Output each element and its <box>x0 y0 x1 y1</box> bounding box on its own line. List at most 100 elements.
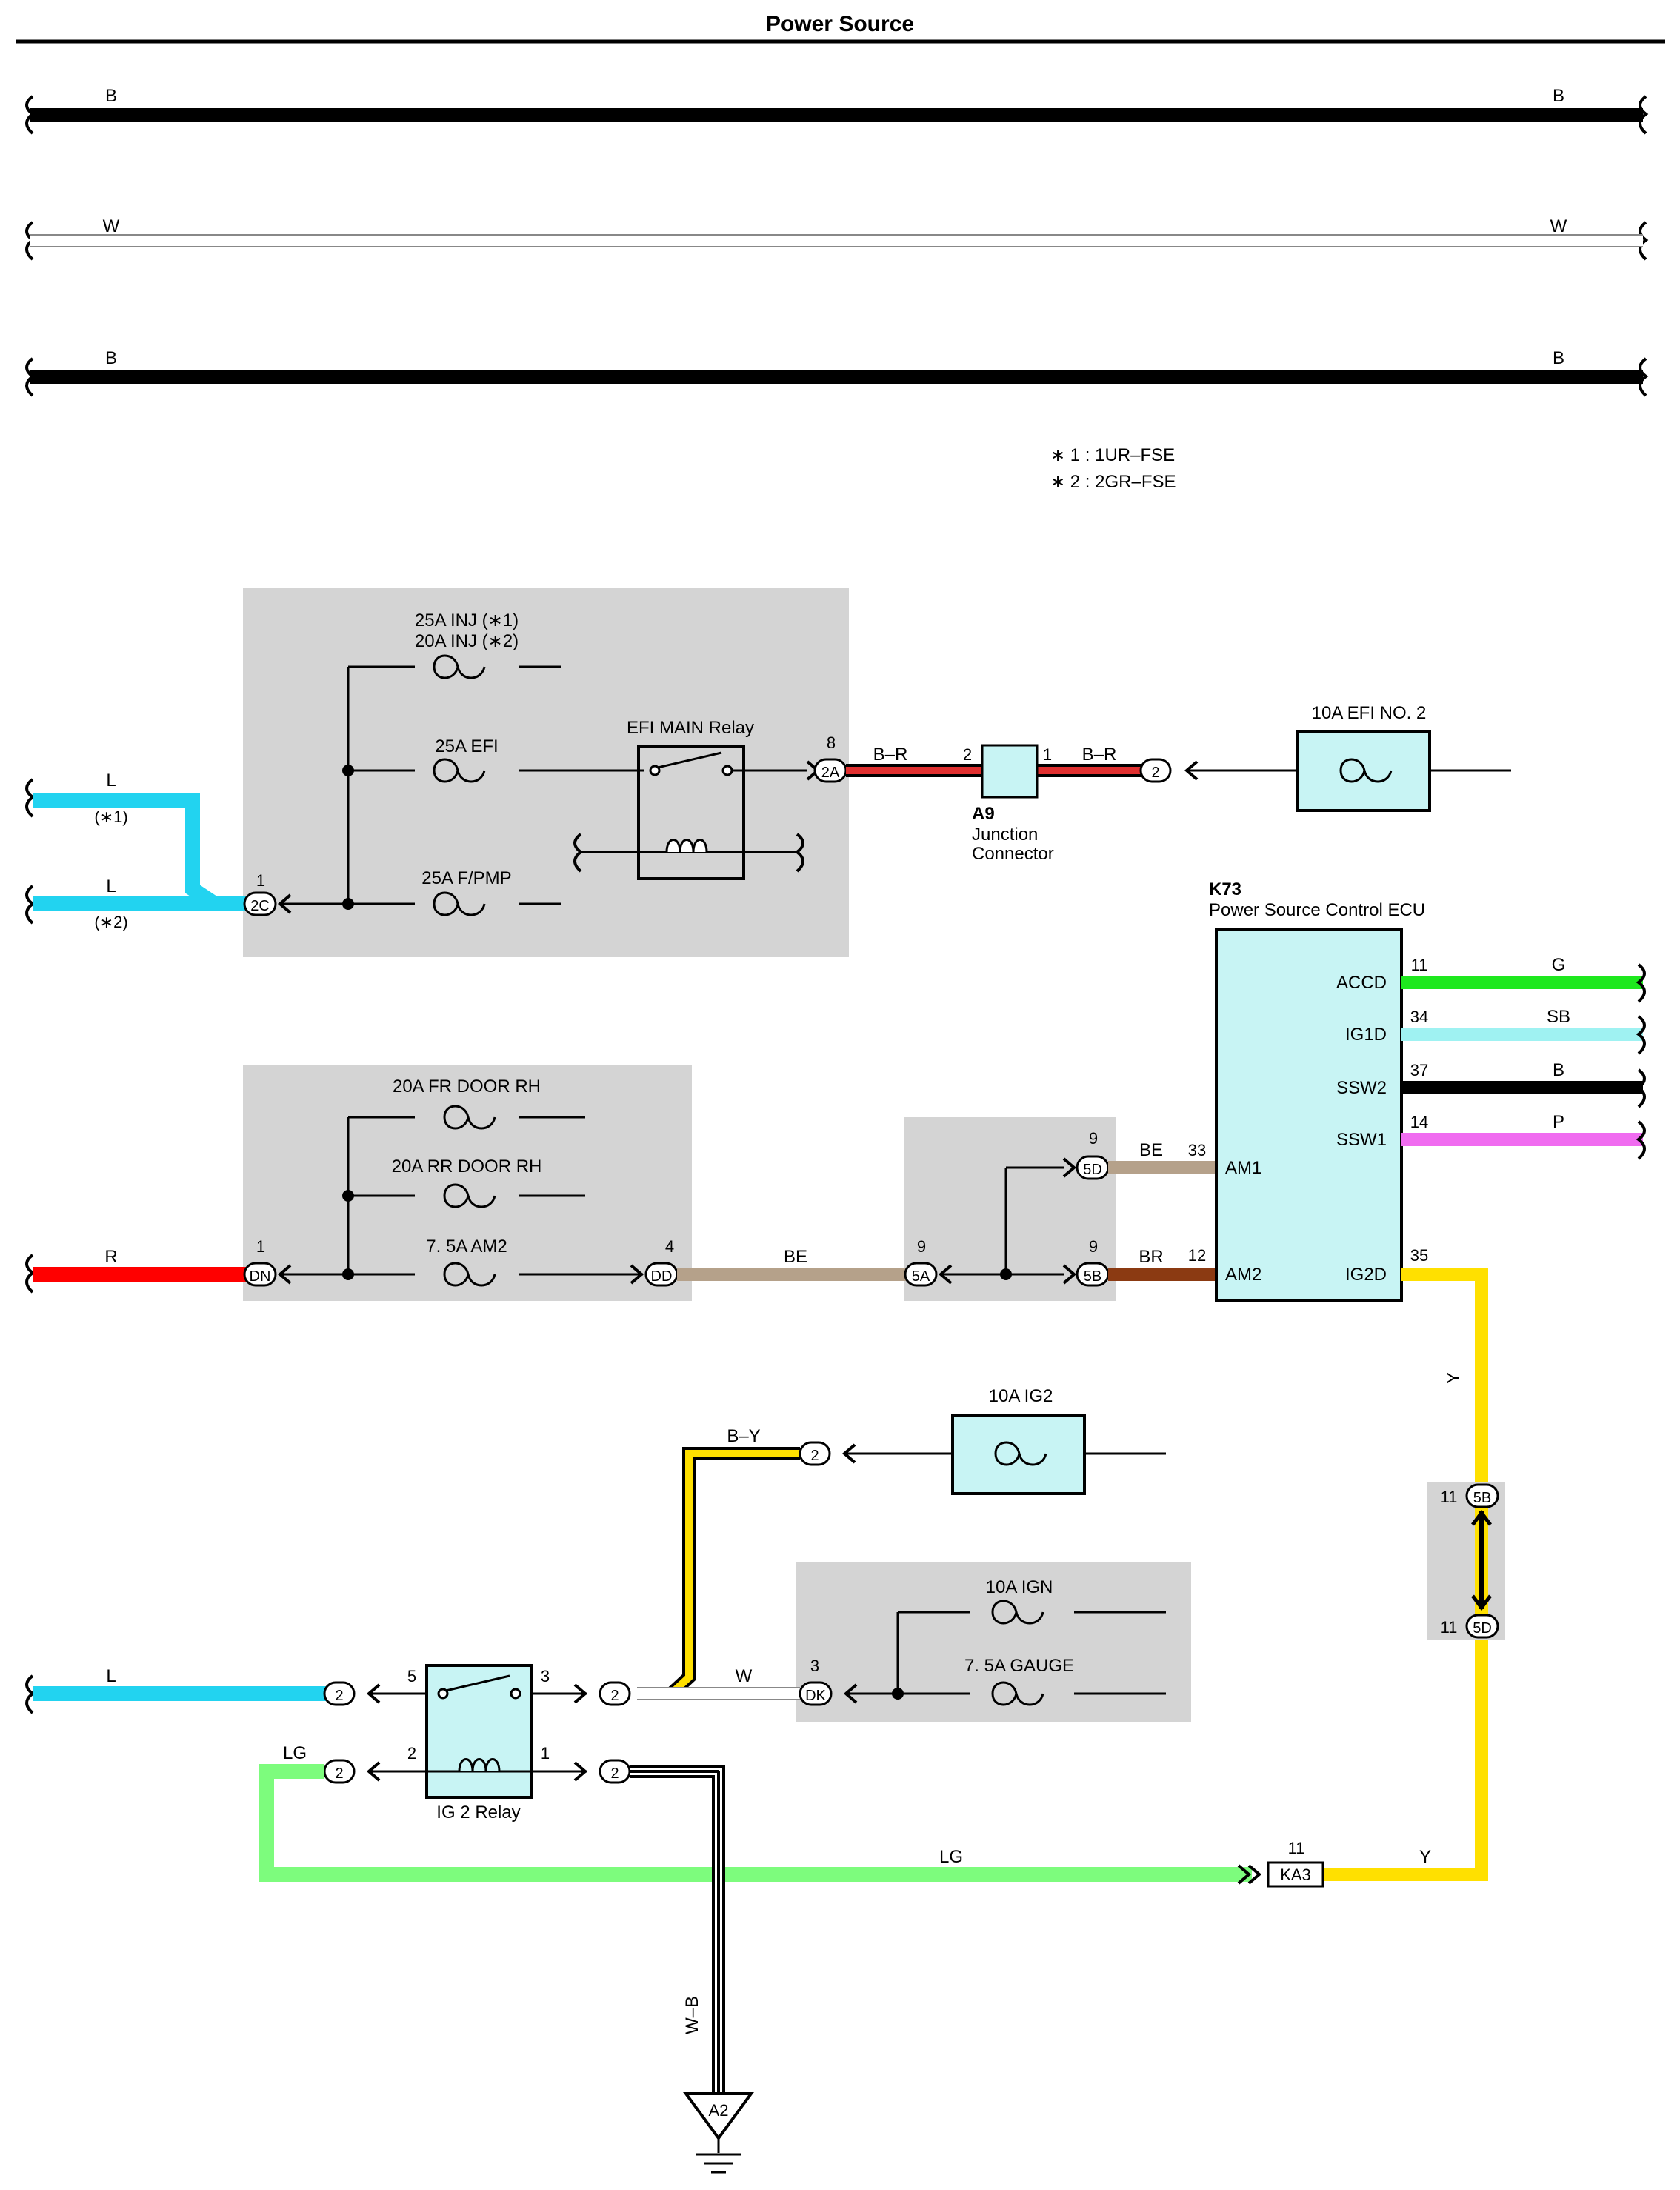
svg-text:4: 4 <box>665 1237 674 1256</box>
junction-dot <box>342 1268 354 1280</box>
connector-2a: 2A 8 <box>806 733 847 783</box>
svg-text:3: 3 <box>541 1667 550 1685</box>
ground-a2: A2 <box>683 2092 754 2174</box>
wire-r: R <box>25 1247 249 1294</box>
svg-text:Junction: Junction <box>972 825 1038 845</box>
svg-text:2: 2 <box>1151 765 1159 781</box>
junction-connector-a9: 2 1 A9 Junction Connector <box>963 744 1054 864</box>
wire-color-label: W–B <box>682 1996 702 2034</box>
wire-color-label: W <box>1550 216 1567 236</box>
svg-text:ACCD: ACCD <box>1336 973 1387 993</box>
wire-color-label: G <box>1552 955 1566 975</box>
svg-text:DK: DK <box>805 1688 826 1704</box>
svg-text:14: 14 <box>1410 1113 1428 1131</box>
relay-block-1-shade <box>243 588 849 957</box>
svg-text:35: 35 <box>1410 1246 1428 1265</box>
svg-text:SSW1: SSW1 <box>1336 1130 1387 1150</box>
svg-text:DD: DD <box>651 1268 673 1285</box>
fuse-fr-door: 20A FR DOOR RH <box>393 1076 541 1130</box>
top-wire-1: B B <box>25 86 1649 135</box>
svg-text:A2: A2 <box>709 2101 729 2120</box>
svg-text:1: 1 <box>1043 745 1052 764</box>
wire-b-y: B–Y <box>664 1426 800 1700</box>
splice-shade <box>1427 1482 1505 1640</box>
svg-text:10A EFI NO. 2: 10A EFI NO. 2 <box>1312 703 1427 723</box>
svg-text:5A: 5A <box>912 1268 930 1285</box>
svg-text:33: 33 <box>1188 1141 1206 1159</box>
svg-text:20A RR DOOR RH: 20A RR DOOR RH <box>392 1156 542 1176</box>
svg-text:2: 2 <box>610 1688 619 1704</box>
svg-text:25A EFI: 25A EFI <box>435 736 498 756</box>
svg-text:11: 11 <box>1441 1618 1458 1637</box>
note-1ur: ∗ 1 : 1UR–FSE <box>1050 445 1175 465</box>
svg-text:11: 11 <box>1411 956 1428 974</box>
wire-w-b: W–B <box>630 1765 725 2094</box>
wire-color-label: Y <box>1419 1847 1431 1867</box>
svg-text:SSW2: SSW2 <box>1336 1078 1387 1098</box>
wire-note: (∗2) <box>94 913 127 931</box>
connector-2-ig2: 2 <box>799 1441 953 1466</box>
fuse-efi: 25A EFI <box>433 736 499 783</box>
wire-note: (∗1) <box>94 808 127 826</box>
svg-text:KA3: KA3 <box>1280 1866 1311 1884</box>
svg-text:25A INJ (∗1): 25A INJ (∗1) <box>415 610 519 630</box>
svg-text:AM1: AM1 <box>1225 1158 1261 1178</box>
svg-text:1: 1 <box>256 871 265 890</box>
svg-text:2A: 2A <box>821 765 840 781</box>
junction-dot <box>342 1190 354 1202</box>
wire-color-label: B <box>105 348 117 368</box>
fuse-am2: 7. 5A AM2 <box>426 1237 507 1287</box>
svg-text:A9: A9 <box>972 804 995 824</box>
svg-text:9: 9 <box>1089 1129 1098 1148</box>
relay-out-wiring <box>532 1692 587 1773</box>
wire-color-label: B–Y <box>727 1426 760 1446</box>
fuse-inj: 25A INJ (∗1) 20A INJ (∗2) <box>415 610 519 679</box>
connector-5d: 5D 9 <box>1062 1129 1110 1180</box>
svg-text:10A IGN: 10A IGN <box>986 1577 1053 1597</box>
junction-dot <box>342 765 354 776</box>
wire-color-label: SB <box>1547 1007 1570 1027</box>
wire-color-label: B <box>105 86 117 106</box>
wire-color-label: LG <box>283 1743 307 1763</box>
svg-text:5: 5 <box>407 1667 416 1685</box>
ign-bus <box>846 1611 1166 1695</box>
fuse-fpmp: 25A F/PMP <box>421 868 512 916</box>
ecu-k73: K73 Power Source Control ECU ACCD IG1D S… <box>1188 879 1428 1302</box>
junction-dot <box>892 1688 904 1700</box>
wire-be-2: BE <box>1108 1140 1216 1174</box>
svg-text:2: 2 <box>963 745 972 764</box>
svg-text:20A INJ (∗2): 20A INJ (∗2) <box>415 631 519 651</box>
connector-ka3: KA3 11 <box>1237 1839 1324 1888</box>
svg-text:9: 9 <box>917 1237 926 1256</box>
top-wire-2: W W <box>25 216 1649 261</box>
svg-text:1: 1 <box>256 1237 265 1256</box>
efi-bus <box>280 665 807 905</box>
connector-2-relay-in: 2 <box>323 1681 427 1706</box>
fuse-ig2: 10A IG2 <box>951 1386 1166 1495</box>
svg-text:20A FR DOOR RH: 20A FR DOOR RH <box>393 1076 541 1096</box>
wire-g: G <box>1401 955 1646 1003</box>
wire-l-2: L (∗2) <box>25 876 249 931</box>
fuse-ign: 10A IGN <box>986 1577 1053 1625</box>
svg-text:1: 1 <box>541 1744 550 1763</box>
connector-2-efi2: 2 <box>1139 758 1298 783</box>
wire-w: W <box>637 1666 800 1700</box>
wire-lg: LG LG <box>259 1743 1252 1882</box>
wire-be-1: BE <box>677 1247 907 1281</box>
svg-text:3: 3 <box>810 1657 819 1675</box>
svg-text:2: 2 <box>335 1765 343 1782</box>
connector-2-relay-out-1: 2 <box>573 1759 631 1784</box>
svg-text:9: 9 <box>1089 1237 1098 1256</box>
wire-color-label: W <box>736 1666 753 1686</box>
fuse-efi-no2: 10A EFI NO. 2 <box>1296 703 1511 812</box>
wire-color-label: B–R <box>1082 745 1117 765</box>
wire-color-label: R <box>104 1247 117 1267</box>
svg-text:34: 34 <box>1410 1008 1428 1026</box>
junction-dot <box>1000 1268 1012 1280</box>
wire-color-label: L <box>106 771 116 791</box>
wire-color-label: Y <box>1444 1372 1464 1384</box>
relay-block-2-shade <box>243 1065 692 1301</box>
wire-color-label: B <box>1553 1060 1564 1080</box>
fuse-rr-door: 20A RR DOOR RH <box>392 1156 542 1208</box>
